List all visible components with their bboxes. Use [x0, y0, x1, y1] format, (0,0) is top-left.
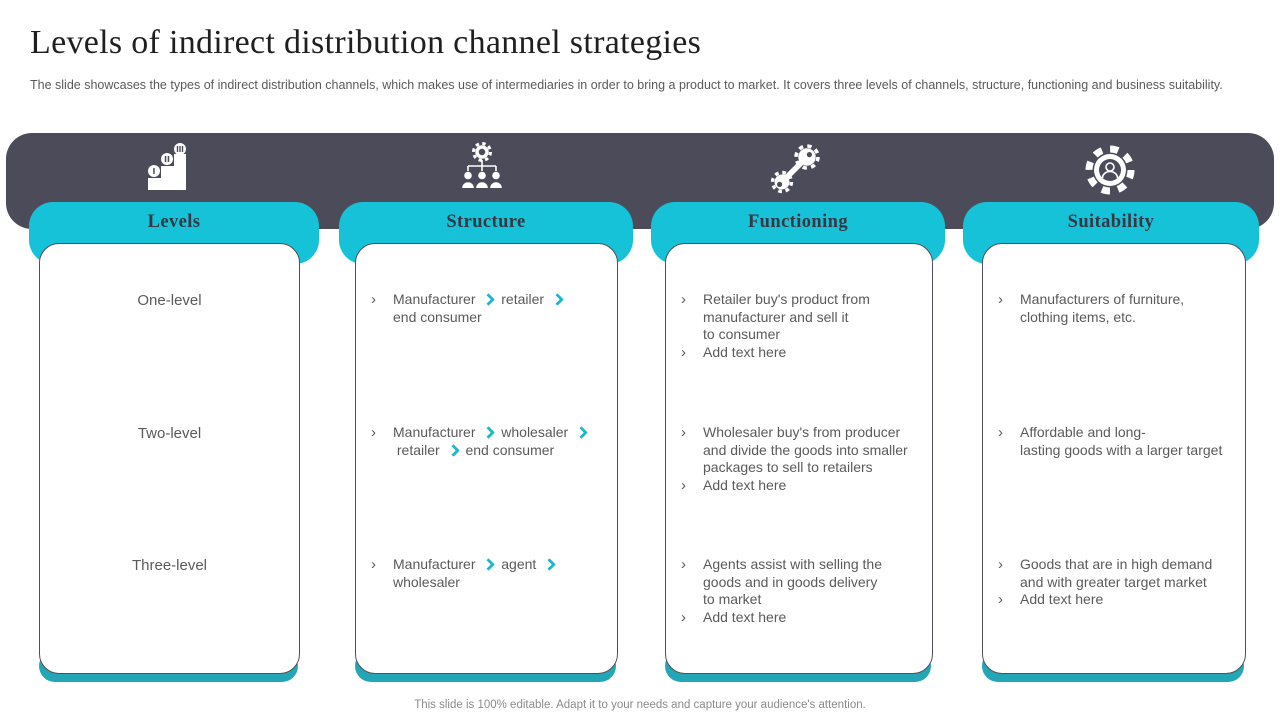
suitability-item: › Affordable and long-lasting goods with …	[983, 424, 1245, 459]
bullet-chevron: ›	[998, 424, 1003, 441]
structure-item: › Manufacturer retailer end consumer	[356, 291, 617, 326]
flow-arrow-icon	[482, 426, 496, 439]
item-text: Add text here	[703, 476, 787, 493]
card-suitability: › Manufacturers of furniture,clothing ite…	[982, 243, 1246, 674]
bullet-chevron: ›	[681, 556, 686, 573]
flow-arrow-icon	[543, 558, 557, 571]
page-title: Levels of indirect distribution channel …	[30, 24, 702, 61]
bullet-chevron: ›	[998, 591, 1003, 608]
bullet-chevron: ›	[681, 291, 686, 308]
bullet-chevron: ›	[371, 291, 376, 308]
flow-arrow-icon	[551, 293, 564, 306]
card-shadow-bar	[982, 650, 1244, 682]
structure-item: › Manufacturer wholesaler retailer end co…	[356, 424, 617, 459]
slide-subtitle: The slide showcases the types of indirec…	[30, 78, 1223, 92]
levels-item: Three-level	[131, 557, 208, 574]
slide-footer-note: This slide is 100% editable. Adapt it to…	[414, 699, 866, 711]
bullet-chevron: ›	[371, 556, 376, 573]
card-structure: › Manufacturer retailer end consumer › Manu…	[355, 243, 618, 674]
bullet-chevron: ›	[998, 291, 1003, 308]
item-text: Affordable and long-lasting goods with a…	[1020, 424, 1223, 458]
suitability-item: › Manufacturers of furniture,clothing ite…	[983, 291, 1245, 326]
flow-arrow-icon	[482, 293, 496, 306]
bullet-chevron: ›	[681, 608, 686, 626]
bullet-chevron: ›	[371, 424, 376, 441]
card-shadow-bar	[39, 650, 298, 682]
item-text: Manufacturer retailer end consumer	[393, 291, 566, 326]
bullet-chevron: ›	[681, 476, 686, 494]
structure-item: › Manufacturer agent wholesaler	[356, 556, 617, 591]
levels-item: Two-level	[137, 425, 202, 442]
flow-arrow-icon	[446, 443, 460, 457]
bullet-chevron: ›	[998, 556, 1003, 573]
item-text: Add text here	[1020, 591, 1104, 607]
bullet-chevron: ›	[681, 343, 686, 361]
bullet-chevron: ›	[681, 424, 686, 441]
item-text: Add text here	[703, 343, 787, 360]
item-text: Manufacturer wholesaler retailer end con…	[393, 424, 590, 459]
flow-arrow-icon	[482, 558, 496, 571]
card-shadow-bar	[665, 650, 931, 682]
levels-item: One-level	[137, 292, 202, 309]
card-shadow-bar	[355, 650, 616, 682]
item-text: Manufacturer agent wholesaler	[393, 556, 558, 591]
header-band	[6, 133, 1274, 229]
item-text: Add text here	[703, 608, 787, 625]
item-text: Manufacturers of furniture,clothing item…	[1020, 291, 1185, 325]
flow-arrow-icon	[575, 426, 588, 439]
